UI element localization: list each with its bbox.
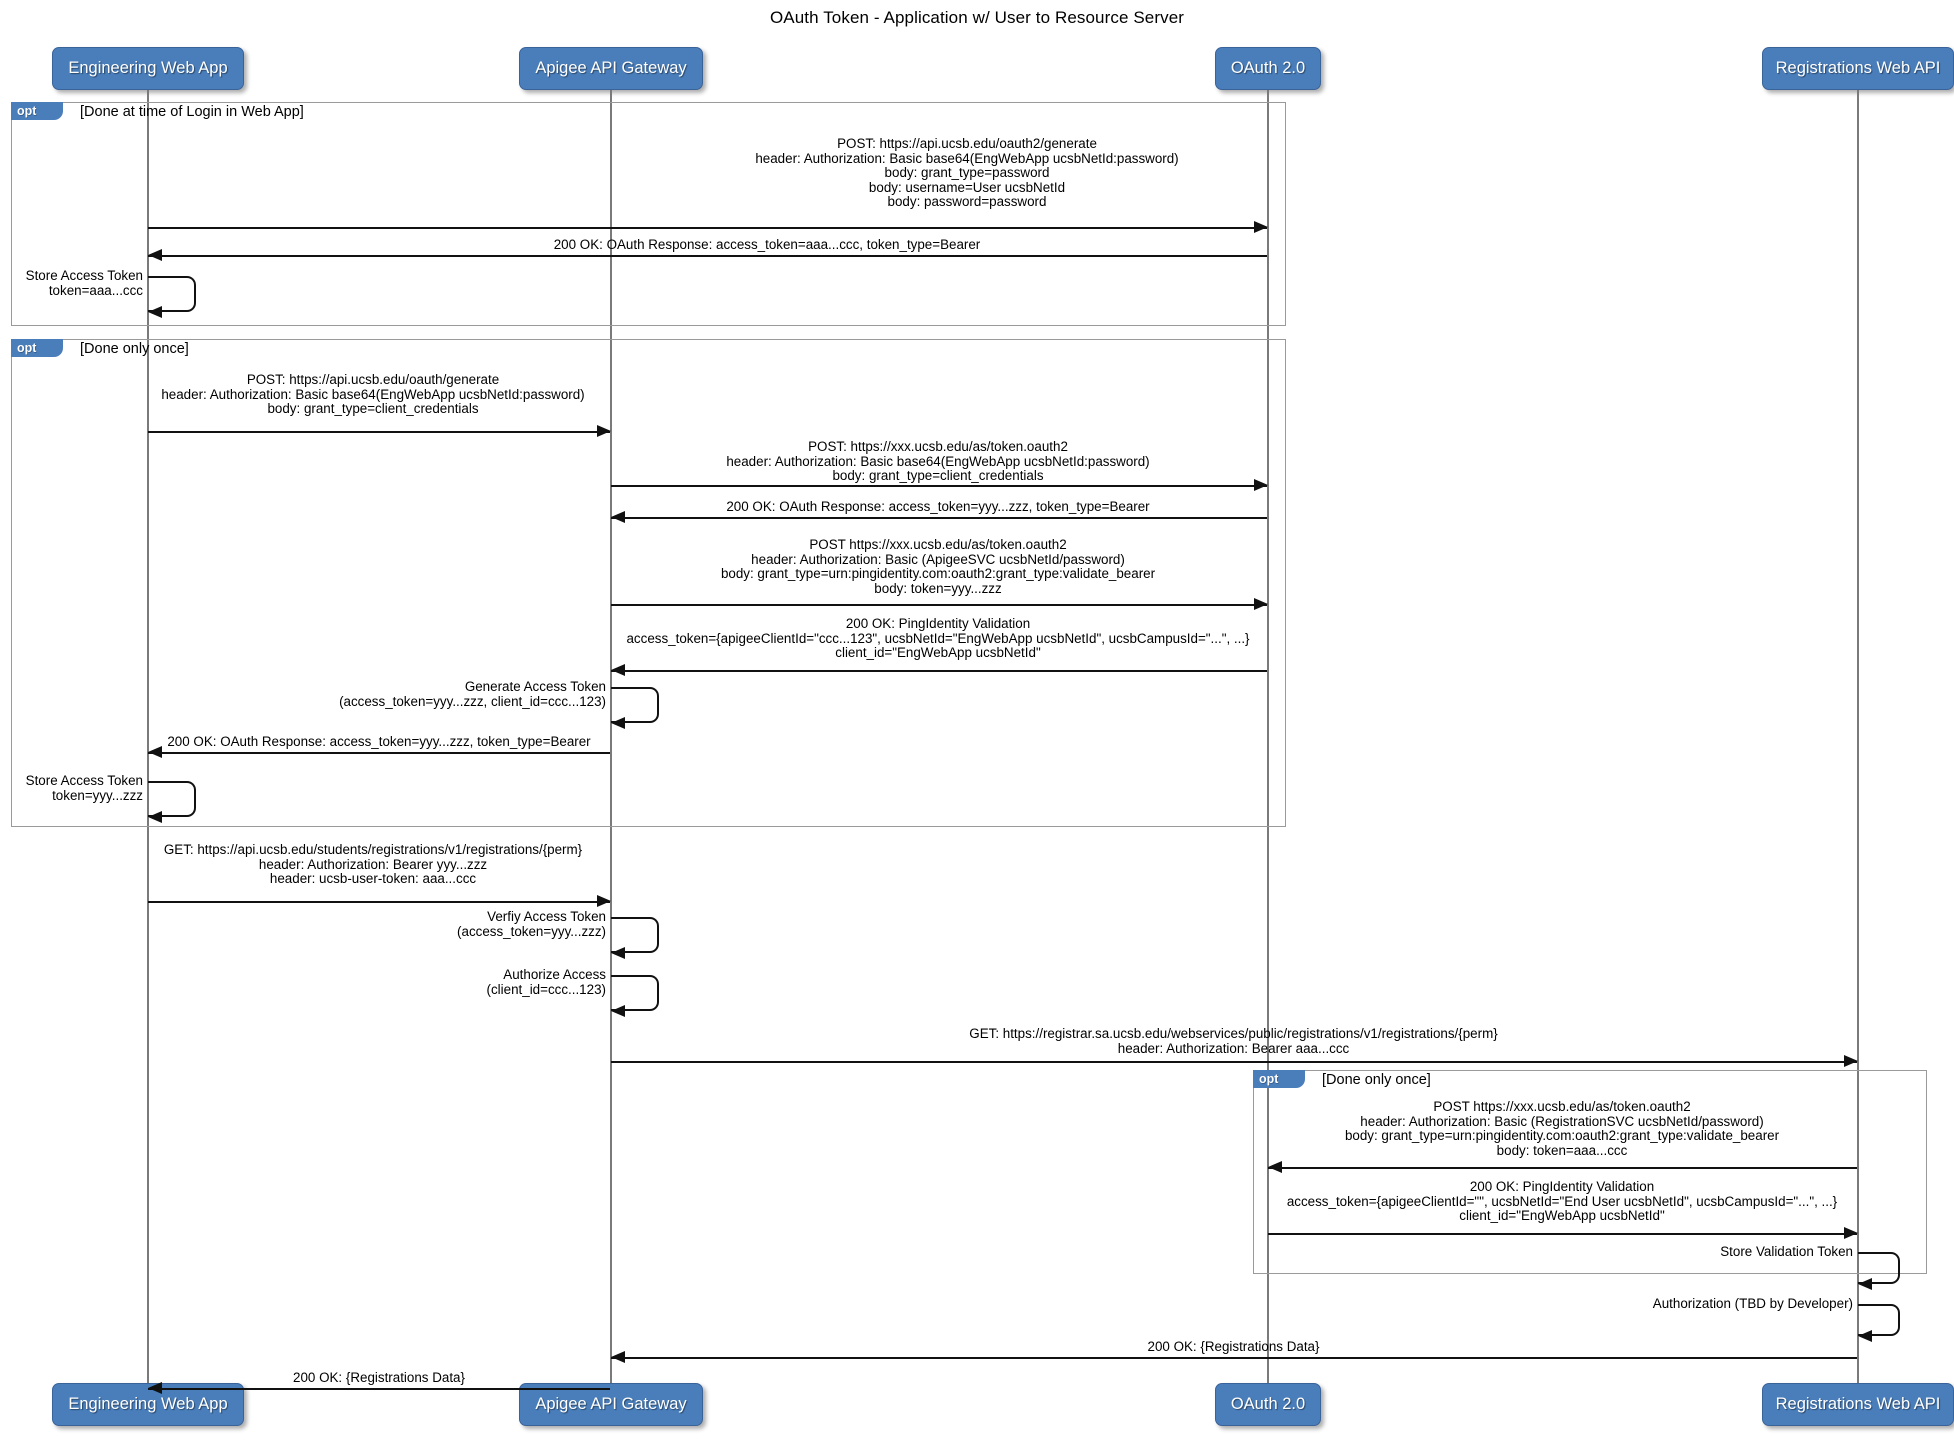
participant-label: Engineering Web App bbox=[68, 59, 228, 77]
message-label-m16: POST https://xxx.ucsb.edu/as/token.oauth… bbox=[1344, 1099, 1780, 1158]
message-arrowhead-m3 bbox=[148, 306, 162, 318]
message-line-m2 bbox=[148, 255, 1267, 257]
message-label-m14: Authorize Access (client_id=ccc...123) bbox=[486, 967, 606, 997]
participant-oauth-bottom[interactable]: OAuth 2.0 bbox=[1215, 1383, 1321, 1426]
message-selfloop-m11 bbox=[148, 781, 196, 817]
message-arrowhead-m21 bbox=[148, 1382, 162, 1394]
fragment-label-opt-login: [Done at time of Login in Web App] bbox=[80, 104, 304, 120]
message-label-m3: Store Access Token token=aaa...ccc bbox=[25, 268, 143, 298]
message-line-m15 bbox=[611, 1061, 1857, 1063]
message-arrowhead-m5 bbox=[1254, 479, 1268, 491]
fragment-tag-opt-once-2: opt bbox=[1253, 1070, 1305, 1088]
fragment-tag-opt-login: opt bbox=[11, 102, 63, 120]
message-label-m21: 200 OK: {Registrations Data} bbox=[293, 1370, 465, 1385]
lifeline-apigee bbox=[610, 90, 612, 1383]
message-arrowhead-m8 bbox=[611, 664, 625, 676]
message-selfloop-m9 bbox=[611, 687, 659, 723]
message-label-m1: POST: https://api.ucsb.edu/oauth2/genera… bbox=[755, 136, 1179, 210]
message-line-m1 bbox=[148, 227, 1267, 229]
fragment-opt-once-2 bbox=[1253, 1070, 1927, 1274]
participant-label: Registrations Web API bbox=[1775, 1395, 1941, 1413]
fragment-opt-login bbox=[11, 102, 1286, 326]
message-line-m17 bbox=[1268, 1233, 1857, 1235]
message-arrowhead-m17 bbox=[1844, 1227, 1858, 1239]
participant-apigee-bottom[interactable]: Apigee API Gateway bbox=[519, 1383, 703, 1426]
message-label-m2: 200 OK: OAuth Response: access_token=aaa… bbox=[553, 237, 981, 252]
message-arrowhead-m12 bbox=[597, 895, 611, 907]
participant-apigee-top[interactable]: Apigee API Gateway bbox=[519, 47, 703, 90]
lifeline-engweb bbox=[147, 90, 149, 1383]
message-arrowhead-m4 bbox=[597, 425, 611, 437]
message-label-m8: 200 OK: PingIdentity Validation access_t… bbox=[626, 616, 1250, 661]
message-arrowhead-m2 bbox=[148, 249, 162, 261]
message-line-m10 bbox=[148, 752, 610, 754]
fragment-opt-once-1 bbox=[11, 339, 1286, 827]
message-selfloop-m13 bbox=[611, 917, 659, 953]
participant-label: Engineering Web App bbox=[68, 1395, 228, 1413]
message-label-m7: POST https://xxx.ucsb.edu/as/token.oauth… bbox=[720, 537, 1156, 596]
message-arrowhead-m20 bbox=[611, 1351, 625, 1363]
message-line-m5 bbox=[611, 485, 1267, 487]
message-label-m15: GET: https://registrar.sa.ucsb.edu/webse… bbox=[969, 1026, 1498, 1056]
participant-label: Registrations Web API bbox=[1775, 59, 1941, 77]
message-line-m8 bbox=[611, 670, 1267, 672]
message-arrowhead-m6 bbox=[611, 511, 625, 523]
participant-regapi-top[interactable]: Registrations Web API bbox=[1762, 47, 1954, 90]
participant-label: OAuth 2.0 bbox=[1230, 59, 1306, 77]
message-arrowhead-m1 bbox=[1254, 221, 1268, 233]
participant-label: Apigee API Gateway bbox=[535, 59, 687, 77]
participant-oauth-top[interactable]: OAuth 2.0 bbox=[1215, 47, 1321, 90]
message-line-m6 bbox=[611, 517, 1267, 519]
message-arrowhead-m10 bbox=[148, 746, 162, 758]
message-arrowhead-m14 bbox=[611, 1005, 625, 1017]
participant-label: Apigee API Gateway bbox=[535, 1395, 687, 1413]
message-label-m17: 200 OK: PingIdentity Validation access_t… bbox=[1286, 1179, 1838, 1224]
message-selfloop-m18 bbox=[1858, 1252, 1900, 1284]
message-arrowhead-m15 bbox=[1844, 1055, 1858, 1067]
participant-regapi-bottom[interactable]: Registrations Web API bbox=[1762, 1383, 1954, 1426]
message-arrowhead-m9 bbox=[611, 717, 625, 729]
message-label-m9: Generate Access Token (access_token=yyy.… bbox=[339, 679, 606, 709]
message-label-m19: Authorization (TBD by Developer) bbox=[1652, 1296, 1853, 1311]
message-arrowhead-m13 bbox=[611, 947, 625, 959]
participant-engweb-top[interactable]: Engineering Web App bbox=[52, 47, 244, 90]
message-line-m4 bbox=[148, 431, 610, 433]
message-label-m11: Store Access Token token=yyy...zzz bbox=[25, 773, 143, 803]
message-selfloop-m3 bbox=[148, 276, 196, 312]
message-line-m12 bbox=[148, 901, 610, 903]
fragment-label-opt-once-2: [Done only once] bbox=[1322, 1072, 1431, 1088]
message-arrowhead-m19 bbox=[1858, 1330, 1872, 1342]
message-line-m7 bbox=[611, 604, 1267, 606]
fragment-label-opt-once-1: [Done only once] bbox=[80, 341, 189, 357]
message-line-m21 bbox=[148, 1388, 610, 1390]
message-label-m12: GET: https://api.ucsb.edu/students/regis… bbox=[163, 842, 583, 887]
message-label-m4: POST: https://api.ucsb.edu/oauth/generat… bbox=[161, 372, 585, 417]
fragment-tag-opt-once-1: opt bbox=[11, 339, 63, 357]
lifeline-oauth bbox=[1267, 90, 1269, 1383]
participant-label: OAuth 2.0 bbox=[1230, 1395, 1306, 1413]
message-selfloop-m14 bbox=[611, 975, 659, 1011]
message-label-m20: 200 OK: {Registrations Data} bbox=[1147, 1339, 1320, 1354]
page-title: OAuth Token - Application w/ User to Res… bbox=[769, 8, 1185, 27]
message-arrowhead-m16 bbox=[1268, 1161, 1282, 1173]
message-arrowhead-m11 bbox=[148, 811, 162, 823]
message-arrowhead-m7 bbox=[1254, 598, 1268, 610]
message-label-m6: 200 OK: OAuth Response: access_token=yyy… bbox=[726, 499, 1150, 514]
message-selfloop-m19 bbox=[1858, 1304, 1900, 1336]
message-line-m20 bbox=[611, 1357, 1857, 1359]
message-label-m5: POST: https://xxx.ucsb.edu/as/token.oaut… bbox=[726, 439, 1150, 484]
message-label-m13: Verfiy Access Token (access_token=yyy...… bbox=[457, 909, 606, 939]
message-line-m16 bbox=[1268, 1167, 1857, 1169]
message-label-m18: Store Validation Token bbox=[1720, 1244, 1853, 1259]
lifeline-regapi bbox=[1857, 90, 1859, 1383]
message-label-m10: 200 OK: OAuth Response: access_token=yyy… bbox=[167, 734, 591, 749]
message-arrowhead-m18 bbox=[1858, 1278, 1872, 1290]
